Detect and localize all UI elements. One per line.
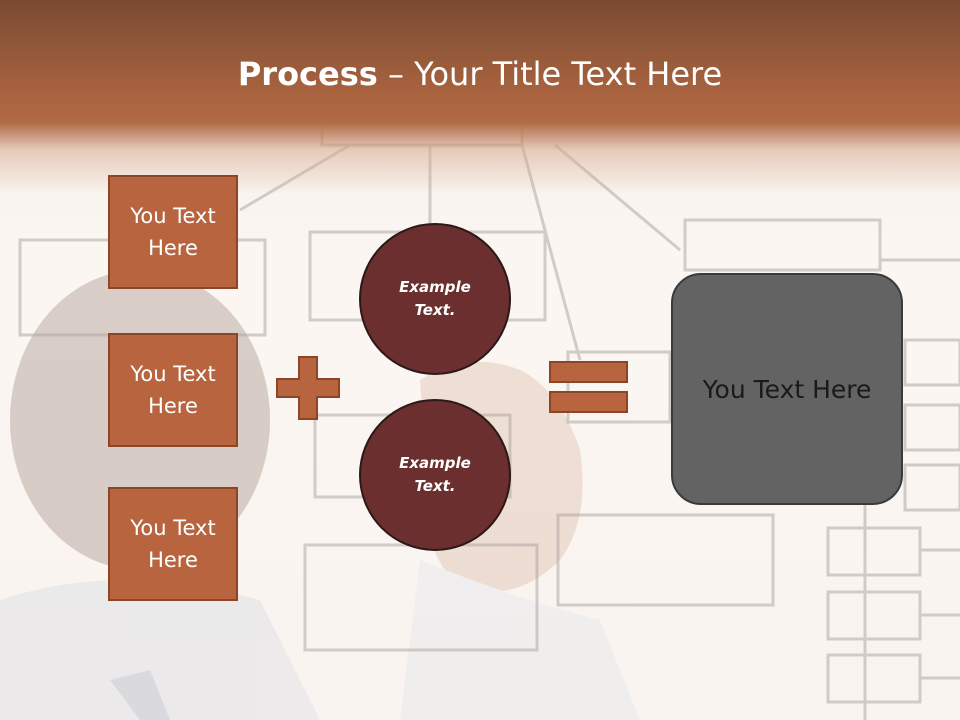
text-box-1-label: You Text Here — [130, 204, 216, 260]
example-circle-2[interactable]: Example Text. — [359, 399, 511, 551]
title-bold: Process — [237, 55, 378, 93]
example-circle-2-label: Example Text. — [399, 454, 471, 495]
slide-title: Process – Your Title Text Here — [0, 52, 960, 96]
example-circle-1[interactable]: Example Text. — [359, 223, 511, 375]
title-rest: – Your Title Text Here — [377, 55, 723, 93]
equals-icon — [549, 361, 628, 413]
text-box-3-label: You Text Here — [130, 516, 216, 572]
text-box-2-label: You Text Here — [130, 362, 216, 418]
text-box-2[interactable]: You Text Here — [108, 333, 238, 447]
title-bar — [0, 0, 960, 195]
result-box[interactable]: You Text Here — [671, 273, 903, 505]
text-box-1[interactable]: You Text Here — [108, 175, 238, 289]
text-box-3[interactable]: You Text Here — [108, 487, 238, 601]
plus-icon — [276, 356, 340, 420]
result-box-label: You Text Here — [702, 374, 872, 404]
example-circle-1-label: Example Text. — [399, 278, 471, 319]
